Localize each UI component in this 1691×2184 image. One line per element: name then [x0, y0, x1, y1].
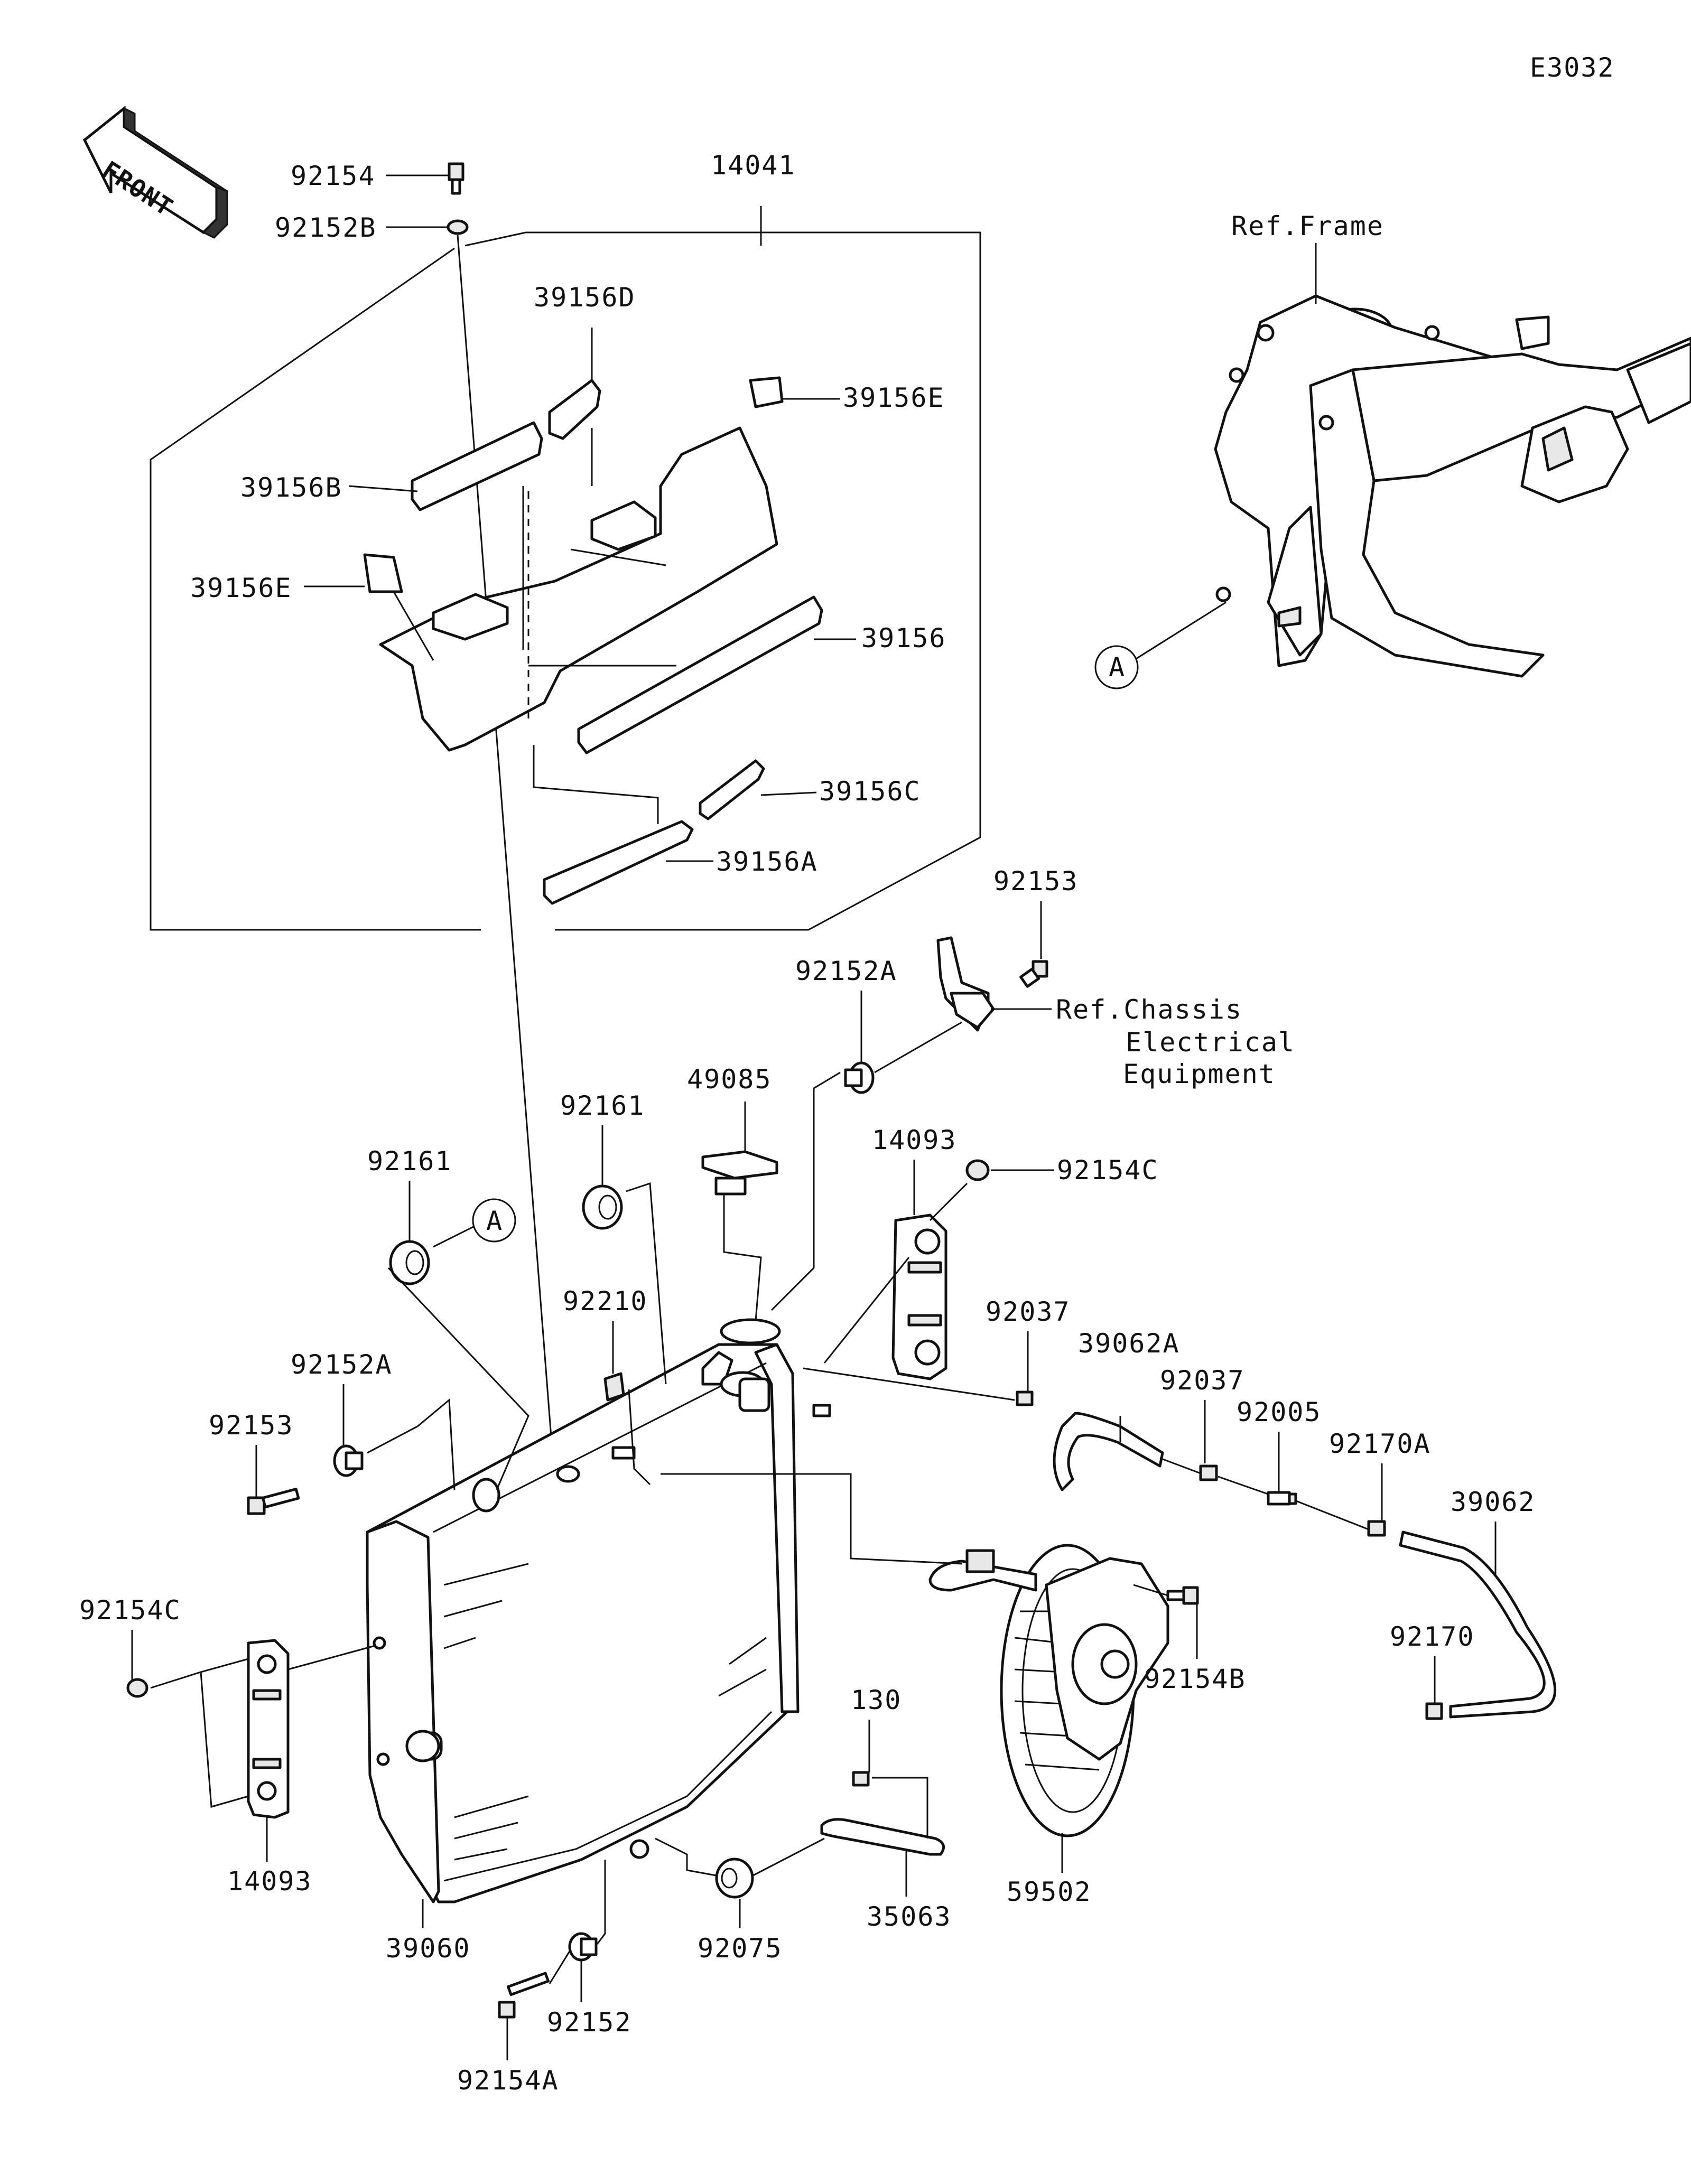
bolt-92154-icon [448, 162, 464, 195]
part-label: 92161 [367, 1146, 452, 1177]
pad-39156-icon [577, 595, 823, 754]
clamp-92037-a-icon [1016, 1390, 1034, 1406]
mount-14093-right-icon [891, 1214, 947, 1380]
part-label: 92154C [1057, 1155, 1159, 1186]
part-label: 92037 [1160, 1365, 1245, 1396]
hose-39062A-icon [1053, 1412, 1164, 1491]
part-label: 39060 [386, 1933, 471, 1964]
pad-39156B-icon [411, 421, 543, 511]
frame-reference [1214, 294, 1691, 678]
grommet-92161-mid-icon [582, 1184, 623, 1230]
front-arrow-icon: FRONT [82, 105, 228, 239]
part-label: 39156A [716, 846, 818, 877]
part-label: 92152B [275, 212, 377, 243]
part-label: 14093 [872, 1125, 957, 1155]
part-label: 39156C [819, 776, 921, 807]
fan-59502-icon [928, 1544, 1169, 1837]
pad-39156E-top-icon [749, 376, 784, 408]
part-label: 39156B [240, 472, 342, 503]
part-label: 92037 [986, 1296, 1071, 1327]
hose-39062-icon [1399, 1530, 1556, 1719]
callout-a-frame [1094, 645, 1139, 689]
part-label: 92154C [79, 1595, 181, 1626]
part-label: 92075 [698, 1933, 783, 1964]
washer-92152A-top-icon [844, 1061, 875, 1094]
ref-chassis-label-3: Equipment [1123, 1059, 1276, 1089]
clamp-92170A-icon [1367, 1520, 1386, 1537]
clamp-92037-b-icon [1199, 1464, 1218, 1481]
part-label: 92170A [1329, 1429, 1431, 1459]
part-label: 59502 [1007, 1877, 1092, 1907]
clamp-92170-icon [1425, 1702, 1443, 1720]
part-label: 35063 [867, 1901, 952, 1932]
bolt-92154C-left-icon [126, 1678, 148, 1698]
grommet-92075-icon [715, 1858, 754, 1899]
grommet-92161-left-icon [389, 1240, 430, 1285]
ref-chassis-label: Ref.Chassis [1056, 994, 1242, 1025]
part-label: 92154A [457, 2065, 559, 2096]
washer-92152-icon [568, 1932, 598, 1962]
bolt-92154A-icon [498, 1972, 550, 2019]
part-label: 39062 [1451, 1487, 1536, 1517]
part-label: 92152 [547, 2007, 632, 2038]
part-label: 39156 [861, 623, 946, 654]
pad-39156E-left-icon [363, 553, 403, 593]
diagram-code: E3032 [1530, 52, 1615, 83]
callout-a-frame-label: A [1109, 652, 1126, 683]
shroud-14041 [379, 426, 778, 752]
part-label: 130 [851, 1685, 902, 1715]
ref-frame-label: Ref.Frame [1231, 211, 1384, 241]
fitting-92005-icon [1267, 1491, 1297, 1506]
part-label: 92153 [993, 866, 1079, 897]
bolt-92153-left-icon [247, 1488, 300, 1515]
part-label: 92152A [291, 1349, 393, 1380]
part-label: 14093 [227, 1866, 312, 1897]
part-label: 92154 [291, 161, 376, 191]
part-label: 39156D [534, 282, 636, 313]
mount-14093-left-icon [247, 1639, 290, 1819]
bracket-chassis-icon [936, 936, 995, 1032]
radiator-cap-49085-icon [701, 1150, 778, 1196]
part-label: 39156E [190, 573, 292, 603]
clip-92210-icon [603, 1372, 625, 1402]
part-label: 92005 [1237, 1397, 1322, 1427]
pad-39156A-icon [543, 820, 694, 905]
radiator-39060 [366, 1318, 831, 1903]
part-label: 92170 [1390, 1621, 1475, 1652]
part-label: 39156E [843, 382, 945, 413]
part-label: 49085 [687, 1064, 772, 1095]
group-bracket-14041 [150, 206, 981, 931]
part-label: 92152A [795, 956, 897, 986]
part-label: 92154B [1144, 1664, 1246, 1694]
bolt-92154C-right-icon [965, 1159, 990, 1181]
washer-92152A-left-icon [333, 1444, 364, 1477]
ref-chassis-label-2: Electrical [1126, 1027, 1295, 1058]
part-label: 92210 [563, 1286, 648, 1317]
bolt-92154B-icon [1166, 1586, 1199, 1605]
bolt-92153-top-icon [1019, 960, 1048, 988]
callout-a-radiator [472, 1198, 516, 1243]
pad-39156C-icon [699, 759, 765, 820]
bracket-35063-icon [820, 1818, 945, 1856]
part-label: 92161 [560, 1090, 645, 1121]
part-label: 14041 [711, 150, 796, 181]
washer-92152B-icon [447, 219, 469, 235]
callout-a-radiator-label: A [486, 1206, 503, 1236]
bolt-130-icon [852, 1771, 870, 1787]
part-label: 92153 [209, 1410, 294, 1441]
part-label: 39062A [1078, 1328, 1180, 1359]
